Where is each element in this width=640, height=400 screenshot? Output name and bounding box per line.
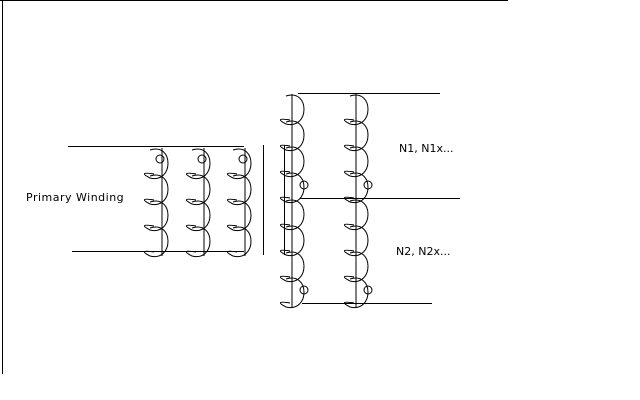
secondary-coil-right-lower-loops <box>344 199 369 308</box>
primary-coil-3-loops <box>227 148 252 257</box>
secondary-coil-left-lower-loops <box>280 199 305 308</box>
coil-windings <box>144 94 373 308</box>
secondary-bottom-label: N2, N2x... <box>396 245 451 258</box>
secondary-coil-left-upper-loops <box>280 94 305 203</box>
secondary-top-label: N1, N1x... <box>399 142 454 155</box>
primary-coil-2-loops <box>186 148 211 257</box>
secondary-coil-right-upper-polarity-dot <box>363 180 373 190</box>
secondary-coil-right-upper-loops <box>344 94 369 203</box>
primary-coil-1-loops <box>144 148 169 257</box>
secondary-coil-right-lower-polarity-dot <box>363 285 373 295</box>
secondary-coil-left-lower-polarity-dot <box>299 285 309 295</box>
primary-coil-1-polarity-dot <box>155 154 165 164</box>
secondary-coil-left-upper-polarity-dot <box>299 180 309 190</box>
primary-coil-3-polarity-dot <box>238 154 248 164</box>
primary-winding-label: Primary Winding <box>26 191 125 204</box>
primary-coil-2-polarity-dot <box>197 154 207 164</box>
